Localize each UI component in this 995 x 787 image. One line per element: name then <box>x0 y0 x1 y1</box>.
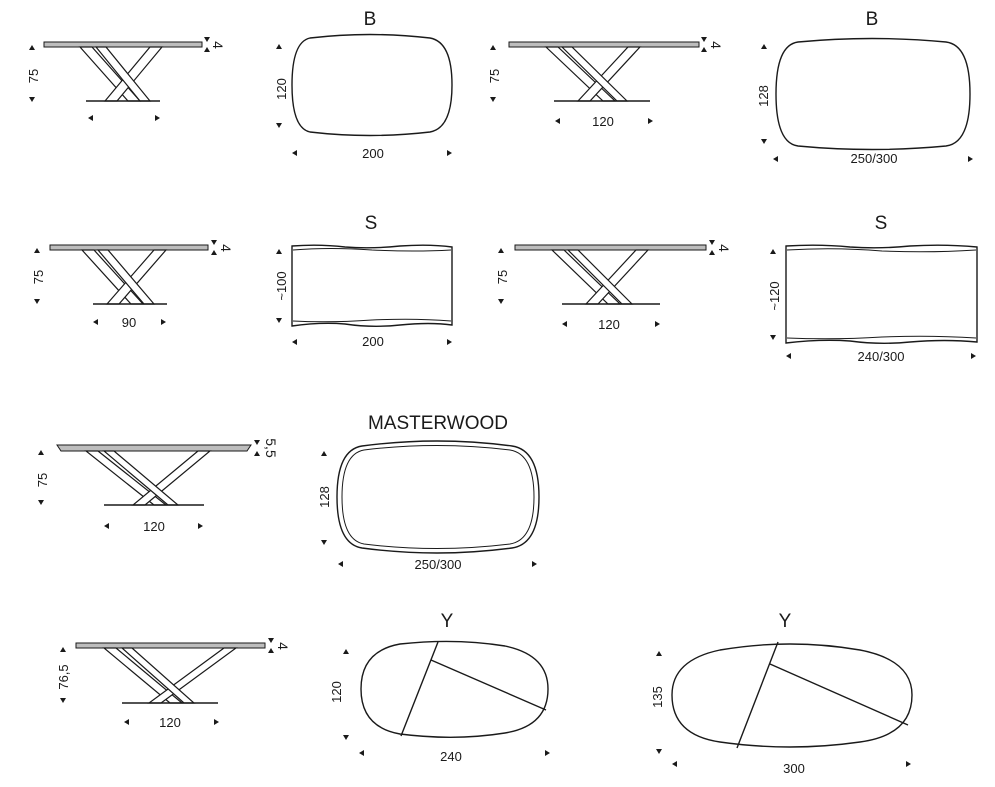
height-label: 75 <box>487 69 502 83</box>
side-view-b-1: 75 4 <box>26 37 226 121</box>
depth-label: 120 <box>274 78 289 100</box>
height-label: 75 <box>26 69 41 83</box>
model-title: B <box>364 9 377 30</box>
depth-label: ~100 <box>274 271 289 300</box>
thickness-label: 4 <box>716 244 732 252</box>
length-label: 200 <box>362 146 384 161</box>
thickness-label: 4 <box>218 244 234 252</box>
top-view-s-240-300: S ~120 240/300 <box>767 213 978 364</box>
thickness-label: 5,5 <box>263 438 279 458</box>
model-title: B <box>866 9 879 30</box>
top-view-y-300: Y 135 300 <box>650 611 913 776</box>
side-view-y: 76,5 4 120 <box>56 638 291 730</box>
height-label: 76,5 <box>56 664 71 689</box>
depth-label: 128 <box>317 486 332 508</box>
model-title: MASTERWOOD <box>368 413 508 434</box>
length-label: 300 <box>783 761 805 776</box>
side-view-masterwood: 75 5,5 120 <box>35 438 279 534</box>
top-view-s-200: S ~100 200 <box>274 213 453 349</box>
thickness-label: 4 <box>275 642 291 650</box>
thickness-label: 4 <box>708 41 724 49</box>
top-view-masterwood: MASTERWOOD 128 250/300 <box>317 413 540 572</box>
length-label: 250/300 <box>851 151 898 166</box>
side-view-b-2: 75 4 120 <box>487 37 724 129</box>
length-label: 200 <box>362 334 384 349</box>
depth-label: ~120 <box>767 281 782 310</box>
model-title: Y <box>441 611 454 632</box>
thickness-label: 4 <box>210 41 226 49</box>
depth-label: 120 <box>329 681 344 703</box>
base-label: 90 <box>122 315 136 330</box>
base-label: 120 <box>159 715 181 730</box>
top-view-b-250-300: B 128 250/300 <box>756 9 973 166</box>
length-label: 240/300 <box>858 349 905 364</box>
model-title: S <box>365 213 378 234</box>
base-label: 120 <box>143 519 165 534</box>
side-view-s-1: 75 4 90 <box>31 240 234 330</box>
side-view-s-2: 75 4 120 <box>495 240 732 332</box>
depth-label: 128 <box>756 85 771 107</box>
height-label: 75 <box>35 473 50 487</box>
top-view-y-240: Y 120 240 <box>329 611 550 764</box>
length-label: 240 <box>440 749 462 764</box>
top-view-b-200: B 120 200 <box>274 9 453 161</box>
depth-label: 135 <box>650 686 665 708</box>
height-label: 75 <box>31 270 46 284</box>
model-title: Y <box>779 611 792 632</box>
length-label: 250/300 <box>415 557 462 572</box>
height-label: 75 <box>495 270 510 284</box>
base-label: 120 <box>598 317 620 332</box>
base-label: 120 <box>592 114 614 129</box>
model-title: S <box>875 213 888 234</box>
